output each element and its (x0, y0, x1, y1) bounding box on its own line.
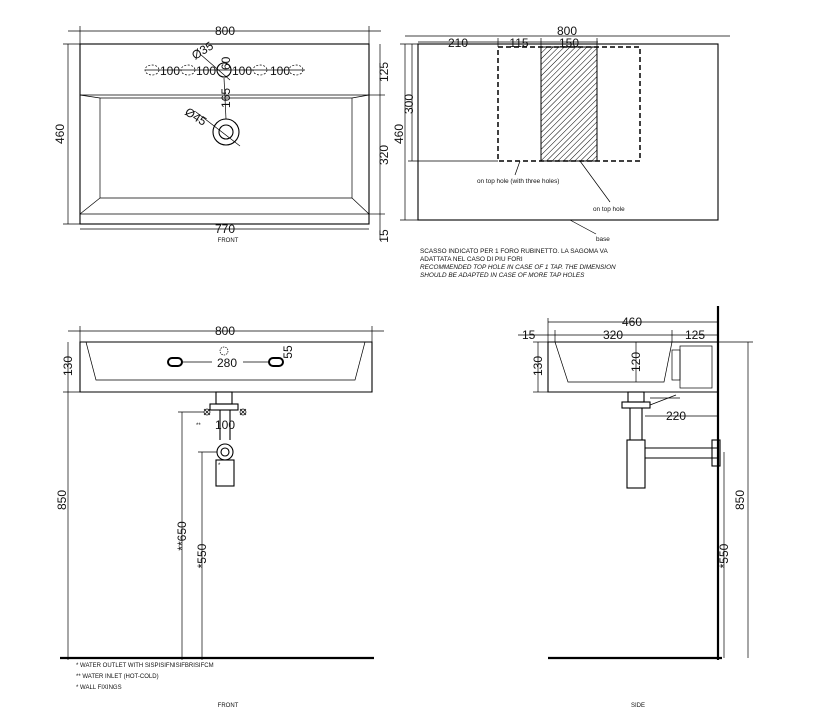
legend-item-2: ** WATER INLET (HOT-COLD) (76, 674, 159, 680)
note-line-2: ADATTATA NEL CASO DI PIU FORI (420, 256, 523, 263)
dim-130-side: 130 (531, 356, 545, 376)
dim-165: 165 (219, 88, 233, 108)
drain-body (215, 391, 233, 405)
dim-300: 300 (402, 94, 416, 114)
basin-bowl (79, 94, 370, 215)
legend-item-1: * WATER OUTLET WITH SISPISIFNISIFBRISIFC… (76, 663, 214, 669)
dim-850: 850 (55, 490, 69, 510)
marker-double-star: ** (196, 423, 201, 429)
dim-550: *550 (195, 543, 209, 568)
dim-100-c: 100 (232, 64, 252, 78)
dim-100-d: 100 (270, 64, 290, 78)
dim-320-side: 320 (603, 328, 623, 342)
marker-star: * (218, 463, 221, 469)
dim-60: 60 (219, 56, 233, 70)
label-base: base (596, 236, 610, 243)
dim-150: 150 (559, 36, 579, 50)
label-three-holes: on top hole (with three holes) (477, 178, 559, 185)
dim-220-side: 220 (666, 409, 686, 423)
dim-460-side-bottom: 460 (622, 315, 642, 329)
dim-115: 115 (509, 36, 528, 50)
dim-125: 125 (377, 62, 391, 82)
dim-800-bottom: 800 (215, 324, 235, 338)
dim-550-side: *550 (717, 543, 731, 568)
single-hole-cutout (540, 46, 598, 162)
dim-770: 770 (215, 222, 235, 236)
dim-800: 800 (215, 24, 235, 38)
dim-100-inlet: 100 (215, 418, 235, 432)
dim-dia45: Ø45 (182, 105, 209, 129)
dim-460-side: 460 (392, 124, 406, 144)
dim-850-side: 850 (733, 490, 747, 510)
dim-800-side: 800 (557, 24, 577, 38)
dim-280: 280 (217, 356, 237, 370)
dim-100-a: 100 (160, 64, 180, 78)
dim-320: 320 (377, 145, 391, 165)
dim-100-b: 100 (196, 64, 216, 78)
drain-inner (218, 124, 234, 140)
drain-outer (212, 118, 240, 146)
note-line-3: RECOMMENDED TOP HOLE IN CASE OF 1 TAP. T… (420, 264, 616, 271)
caption-side: SIDE (631, 703, 645, 709)
top-front-view: 800 100 100 100 100 Ø35 60 165 Ø45 460 1… (53, 24, 391, 244)
dim-125-side: 125 (685, 328, 705, 342)
basin-front-body (79, 341, 373, 393)
worktop-outline (417, 43, 719, 221)
caption-front-bottom: FRONT (218, 703, 239, 709)
dim-dia35: Ø35 (189, 38, 216, 62)
dim-460-left: 460 (53, 124, 67, 144)
legend-item-3: * WALL FIXINGS (76, 685, 122, 691)
trap-ring (216, 443, 234, 461)
overflow-left (167, 357, 183, 367)
dim-120-side: 120 (629, 352, 643, 372)
label-top-hole: on top hole (593, 206, 625, 213)
dim-650: **650 (175, 521, 189, 551)
dim-55: 55 (281, 345, 295, 359)
note-line-4: SHOULD BE ADAPTED IN CASE OF MORE TAP HO… (420, 272, 585, 279)
top-hole-view: 800 210 115 150 300 460 on top hole (wit… (392, 24, 730, 279)
trap-bottle (215, 459, 235, 487)
dim-210: 210 (448, 36, 468, 50)
note-line-1: SCASSO INDICATO PER 1 FORO RUBINETTO. LA… (420, 248, 608, 255)
dim-15: 15 (377, 229, 391, 243)
caption-front-top: FRONT (218, 238, 239, 244)
dim-130: 130 (61, 356, 75, 376)
dim-15-side: 15 (522, 328, 536, 342)
bottom-side-view: 460 15 320 125 130 120 220 850 *550 SIDE (518, 306, 753, 709)
bottom-front-view: 280 55 800 130 850 100 ** * **650 (55, 324, 384, 709)
